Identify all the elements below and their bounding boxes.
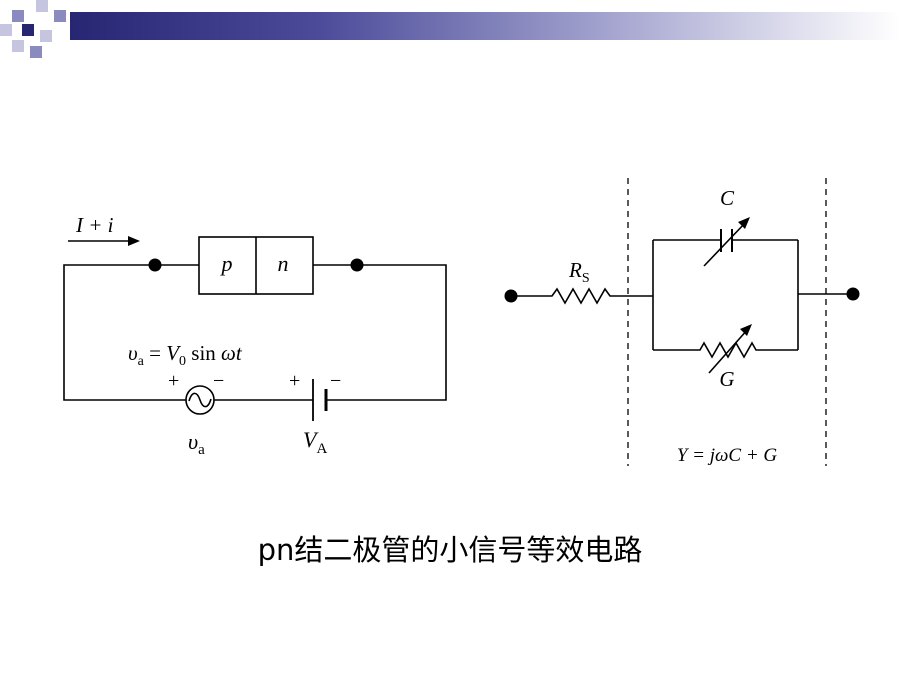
header-square [12,10,24,22]
dc-source-label: VA [303,427,327,457]
figure-caption: pn结二极管的小信号等效电路 [257,533,643,567]
source-equation: υa = V0 sin ωt [128,341,243,369]
header-gradient-bar [70,12,900,40]
variable-arrow-head [740,324,752,336]
header-square [40,30,52,42]
header-square [54,10,66,22]
node-dot [148,258,162,272]
variable-conductance-g [653,341,798,359]
admittance-equation: Y = jωC + G [677,445,778,466]
dc-minus-sign: − [330,370,341,392]
variable-arrow [708,328,749,374]
ac-minus-sign: − [213,370,224,392]
sine-wave-icon [188,392,212,408]
n-region-label: n [278,251,289,276]
small-signal-equivalent-circuit: RS C G Y = jωC + G [504,178,860,466]
header-square [22,24,34,36]
rs-label: RS [568,258,590,286]
header-square [12,40,24,52]
node-dot [350,258,364,272]
series-resistor-rs [511,287,653,305]
capacitance-label: C [720,186,735,210]
header-square [30,46,42,58]
current-label: I + i [75,213,114,237]
pn-diode-circuit: I + i p n υa = V0 sin ωt + − + − υa [63,213,447,458]
ac-source-symbol [185,385,215,415]
ac-source-label: υa [188,429,205,458]
current-arrow-head [128,236,140,246]
dc-plus-sign: + [289,370,300,392]
left-wire [63,264,199,401]
p-region-label: p [220,251,233,276]
variable-arrow [703,221,747,267]
header-square [36,0,48,12]
ac-plus-sign: + [168,370,179,392]
header-square [0,24,12,36]
right-wire [313,264,447,401]
variable-arrow-head [738,217,750,229]
conductance-label: G [719,367,734,391]
